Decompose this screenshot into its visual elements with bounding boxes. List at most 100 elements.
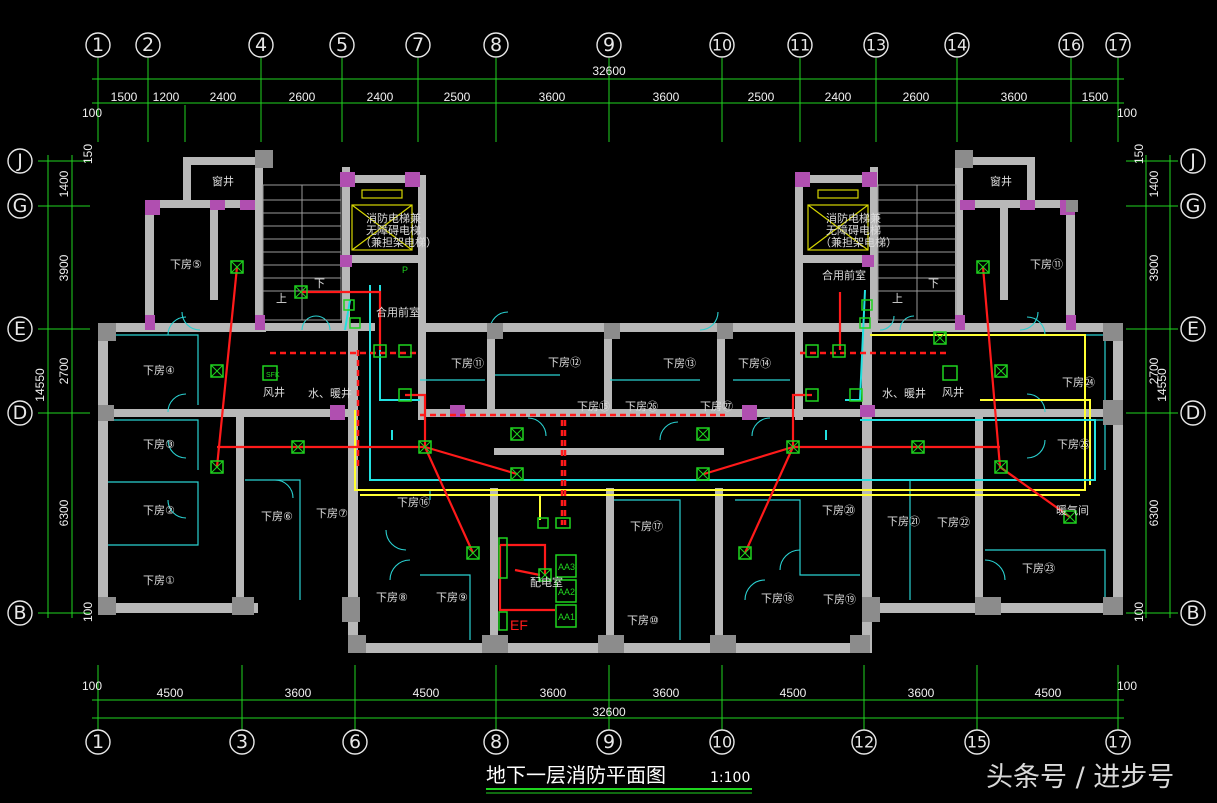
scale-text: 1:100: [710, 770, 750, 786]
panel-label: AA1: [558, 612, 575, 622]
ef-label: EF: [510, 617, 528, 633]
axis-bubble-bottom: 10: [709, 729, 735, 755]
title-text: 地下一层消防平面图: [486, 763, 666, 787]
svg-text:2: 2: [142, 34, 154, 56]
svg-text:D: D: [13, 402, 28, 424]
room-label: 下房⑱: [761, 592, 794, 605]
structural-columns: [98, 150, 1123, 653]
room-labels: 窗井 窗井 下房⑤ 下房⑪ 下房④ 下房③ 下房② 下房① 下房⑥ 下房⑦ 下房…: [143, 174, 1095, 627]
axis-grid-lines: [38, 58, 1178, 730]
axis-bubble-top: 8: [483, 32, 509, 58]
room-label: 窗井: [212, 174, 234, 188]
svg-text:B: B: [1186, 602, 1199, 624]
dim: 100: [82, 679, 102, 693]
dim: 1400: [1147, 170, 1161, 197]
axis-bubble-bottom: 17: [1105, 729, 1131, 755]
axis-bubble-top: 9: [596, 32, 622, 58]
dim: 3900: [1147, 254, 1161, 281]
top-axis-bubbles: 1 2 4 5 7 8 9 10 11 13 14 16 17: [85, 32, 1131, 58]
dim: 4500: [780, 686, 807, 700]
room-label: 下房⑤: [170, 258, 202, 271]
room-label: 下房⑳: [822, 504, 855, 517]
dim: 4500: [157, 686, 184, 700]
axis-bubble-left: D: [7, 400, 33, 426]
room-label: 下房⑰: [630, 520, 663, 533]
room-label: 下房⑮: [577, 400, 610, 413]
dim: 4500: [1035, 686, 1062, 700]
elevator-label: 无障碍电梯: [826, 223, 881, 237]
svg-text:12: 12: [854, 733, 874, 752]
fire-devices: [210, 260, 1077, 582]
axis-bubble-top: 7: [405, 32, 431, 58]
room-label: 下房④: [143, 364, 175, 377]
dim-total: 32600: [592, 705, 626, 719]
axis-bubble-right: B: [1180, 600, 1206, 626]
axis-bubble-right: J: [1180, 148, 1206, 174]
dim: 1500: [1082, 90, 1109, 104]
room-label: 下房⑫: [548, 356, 581, 369]
svg-text:14: 14: [947, 36, 967, 55]
dim: 6300: [1147, 499, 1161, 526]
axis-bubble-left: J: [7, 148, 33, 174]
svg-text:15: 15: [967, 733, 987, 752]
yellow-cables: [354, 334, 1091, 520]
svg-text:G: G: [1186, 195, 1201, 217]
room-label: 下房㉖: [625, 400, 658, 413]
room-label: 下房㉒: [937, 516, 970, 529]
svg-text:1: 1: [92, 34, 104, 56]
room-label: 下房③: [143, 438, 175, 451]
svg-text:J: J: [16, 150, 23, 172]
svg-text:D: D: [1186, 402, 1201, 424]
svg-text:17: 17: [1108, 36, 1128, 55]
room-label: 下房⑲: [823, 593, 856, 606]
red-dashed-lines: [270, 350, 950, 525]
elevator-label: 消防电梯兼: [826, 211, 881, 225]
svg-text:E: E: [1187, 318, 1199, 340]
doors: [167, 311, 1046, 601]
axis-bubble-top: 4: [248, 32, 274, 58]
axis-bubble-bottom: 3: [229, 729, 255, 755]
svg-text:G: G: [13, 195, 28, 217]
dim: 3600: [1001, 90, 1028, 104]
svg-text:8: 8: [490, 731, 502, 753]
room-label: 下房⑩: [627, 614, 659, 627]
watermark-text: 头条号 / 进步号: [986, 762, 1174, 793]
room-label: 配电室: [530, 575, 563, 589]
room-label: 下房⑪: [1030, 258, 1063, 271]
dim: 1200: [153, 90, 180, 104]
dim: 2700: [57, 357, 71, 384]
walls: [98, 157, 1123, 653]
drawing-title: 地下一层消防平面图 1:100: [486, 763, 752, 794]
panel-label: AA2: [558, 587, 575, 597]
svg-text:9: 9: [603, 731, 615, 753]
dim-total: 32600: [592, 64, 626, 78]
svg-text:4: 4: [255, 34, 267, 56]
room-label: 下房⑦: [316, 507, 348, 520]
axis-bubble-top: 2: [135, 32, 161, 58]
room-label: 下房㉔: [1062, 376, 1095, 389]
room-label: 下房㉑: [887, 515, 920, 528]
svg-text:8: 8: [490, 34, 502, 56]
dim-total: 14550: [33, 368, 47, 402]
dim: 2600: [903, 90, 930, 104]
elevators: [351, 189, 869, 251]
svg-text:J: J: [1189, 150, 1196, 172]
axis-bubble-right: E: [1180, 316, 1206, 342]
dim: 150: [1132, 144, 1146, 164]
stair-label: 上: [892, 292, 903, 305]
left-axis-bubbles: J G E D B: [7, 148, 33, 626]
dim: 3600: [285, 686, 312, 700]
axis-bubble-bottom: 15: [964, 729, 990, 755]
axis-bubble-bottom: 6: [342, 729, 368, 755]
shaft-label: 风井: [263, 385, 285, 399]
axis-bubble-top: 13: [863, 32, 889, 58]
shaft-label: 水、暖井: [308, 386, 352, 400]
room-label: 下房⑧: [376, 591, 408, 604]
svg-text:B: B: [13, 602, 26, 624]
axis-bubble-right: G: [1180, 193, 1206, 219]
axis-bubble-top: 1: [85, 32, 111, 58]
room-label: 暖气间: [1056, 503, 1089, 517]
room-label: 下房㉓: [1022, 562, 1055, 575]
dim: 3900: [57, 254, 71, 281]
svg-text:6: 6: [349, 731, 361, 753]
